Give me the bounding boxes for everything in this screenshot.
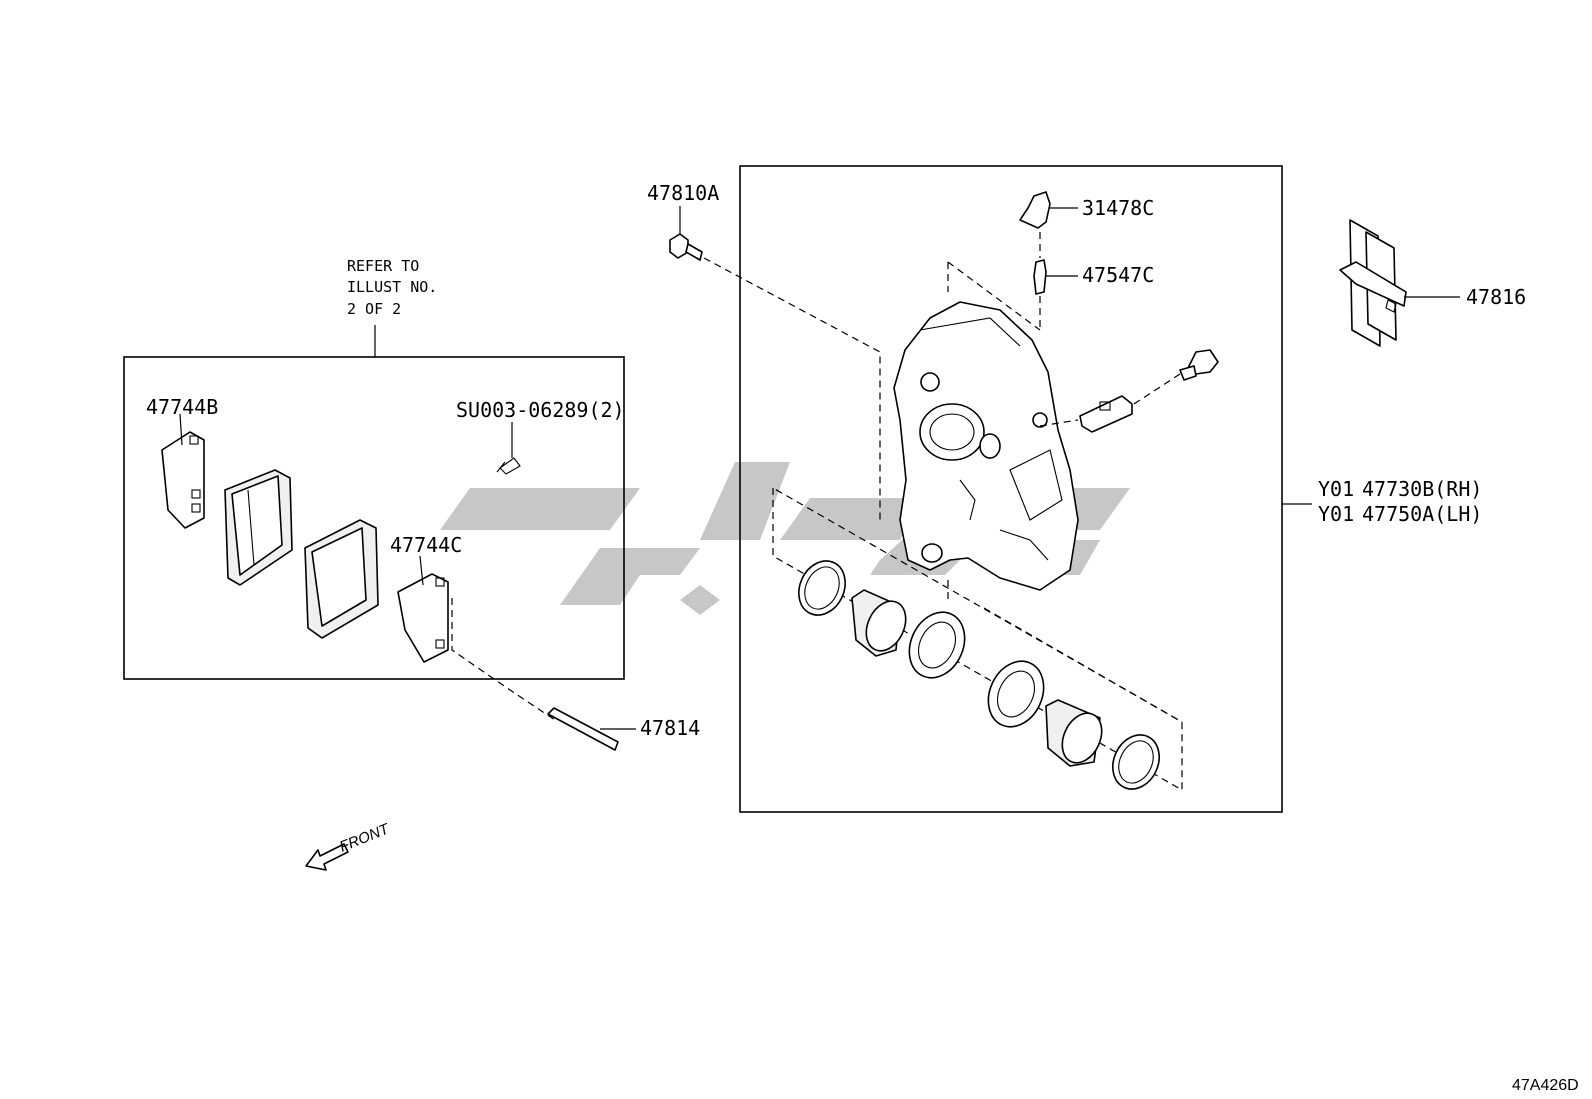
anti-squeal-shim-c <box>397 555 449 663</box>
label-47810A: 47810A <box>647 181 719 205</box>
label-47744B: 47744B <box>146 395 218 419</box>
label-47547C: 47547C <box>1082 263 1154 287</box>
refer-note-line-1: REFER TO <box>347 257 419 275</box>
piston-1 <box>851 589 907 657</box>
piston-seal-1 <box>798 560 846 616</box>
label-caliper-rh: 47730B(RH) <box>1362 477 1482 501</box>
brake-pad-outer <box>304 519 379 639</box>
dust-boot-1 <box>908 611 966 679</box>
anti-squeal-shim-b <box>161 413 205 529</box>
pad-wear-indicator-plate <box>1079 395 1133 433</box>
refer-note-line-3: 2 OF 2 <box>347 300 401 318</box>
front-label: FRONT <box>337 820 393 856</box>
caliper-body <box>893 301 1079 591</box>
front-arrow-icon: FRONT <box>305 820 393 871</box>
brake-pad-inner <box>224 469 293 586</box>
dust-boot-2 <box>987 660 1045 728</box>
bleeder-cap <box>1019 191 1078 229</box>
shim-kit <box>1339 219 1407 347</box>
label-47816: 47816 <box>1466 285 1526 309</box>
label-47814: 47814 <box>640 716 700 740</box>
piston-2 <box>1045 699 1103 767</box>
clip <box>496 422 521 475</box>
label-31478C: 31478C <box>1082 196 1154 220</box>
diagram-id: 47A426D <box>1512 1077 1579 1094</box>
caliper-bolt <box>669 206 703 261</box>
label-clip: SU003-06289(2) <box>456 398 625 422</box>
label-caliper-lh: 47750A(LH) <box>1362 502 1482 526</box>
mounting-bolt <box>1179 349 1219 381</box>
label-47744C: 47744C <box>390 533 462 557</box>
pad-kit-box <box>123 356 625 680</box>
pin <box>547 707 636 751</box>
refer-note-line-2: ILLUST NO. <box>347 278 437 296</box>
piston-seal-2 <box>1112 734 1160 790</box>
caliper-assembly-box <box>739 165 1283 813</box>
label-caliper-rh-prefix: Y01 <box>1318 477 1354 501</box>
label-caliper-lh-prefix: Y01 <box>1318 502 1354 526</box>
bleeder-plug <box>1033 259 1078 295</box>
